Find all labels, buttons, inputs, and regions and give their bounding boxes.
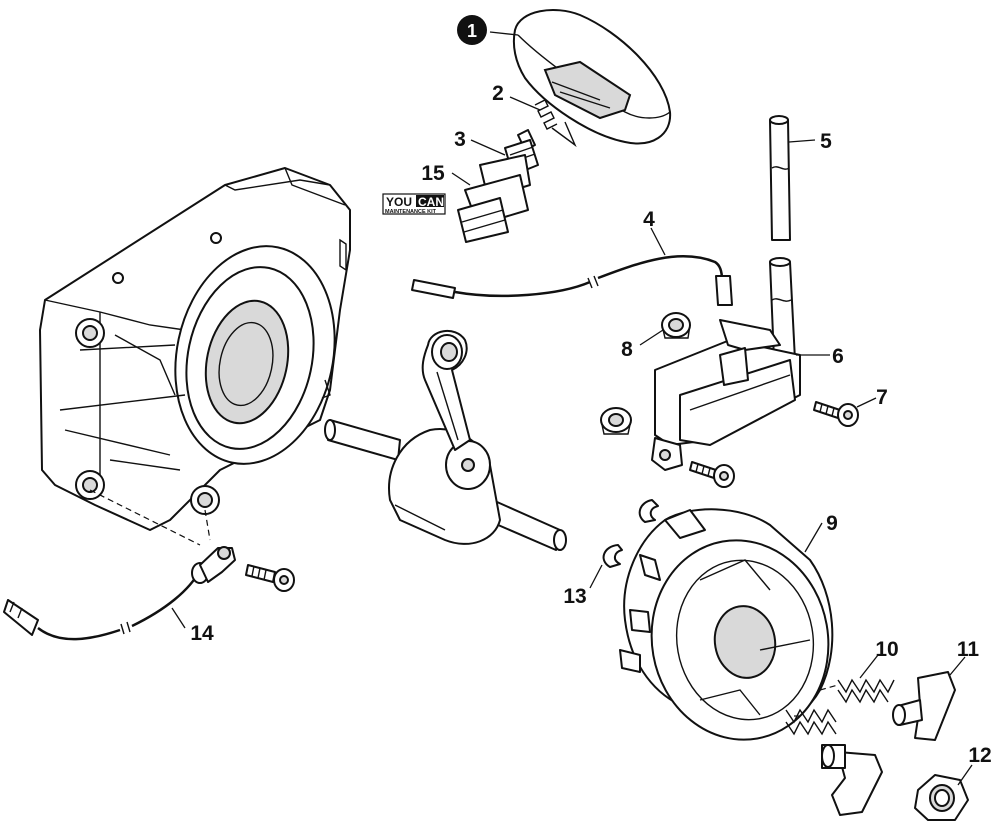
callout-15: 15 xyxy=(421,162,445,185)
callout-1: 1 xyxy=(467,21,477,41)
callout-7: 7 xyxy=(876,386,888,409)
callout-9: 9 xyxy=(826,512,838,535)
callout-4: 4 xyxy=(643,208,655,231)
callout-2: 2 xyxy=(492,82,504,105)
clutch-assembly xyxy=(619,508,834,741)
callout-12: 12 xyxy=(968,744,991,767)
callout-badge-1 xyxy=(457,15,487,45)
clutch-springs xyxy=(785,678,895,736)
assembly-lines xyxy=(89,489,839,717)
callout-10: 10 xyxy=(875,638,898,661)
boot-spring xyxy=(534,99,577,148)
kit-logo-line2: CAN xyxy=(418,195,444,209)
module-screws xyxy=(689,401,859,488)
ignition-lead-tube xyxy=(769,115,796,361)
ground-wire xyxy=(3,546,295,641)
ignition-wire xyxy=(411,255,733,306)
clutch-shoes xyxy=(821,671,956,816)
callout-8: 8 xyxy=(621,338,633,361)
retaining-clips xyxy=(602,499,659,568)
callouts: 1 2 3 4 5 6 7 8 9 10 11 12 13 14 15 xyxy=(190,15,992,767)
clutch-nut xyxy=(914,774,969,821)
kit-logo-line1: YOU xyxy=(386,195,412,209)
callout-6: 6 xyxy=(832,345,844,368)
kit-logo-line3: MAINTENANCE KIT xyxy=(385,209,437,215)
crankcase xyxy=(39,167,351,531)
callout-5: 5 xyxy=(820,130,832,153)
callout-13: 13 xyxy=(563,585,586,608)
callout-3: 3 xyxy=(454,128,466,151)
crankshaft xyxy=(324,330,567,551)
callout-11: 11 xyxy=(957,638,980,661)
ignition-module xyxy=(651,319,801,471)
leader-lines xyxy=(171,31,973,786)
spark-plug xyxy=(457,129,539,243)
maintenance-kit-logo: YOU CAN MAINTENANCE KIT xyxy=(382,193,446,215)
grommets xyxy=(600,312,691,435)
callout-14: 14 xyxy=(190,622,214,645)
spark-plug-boot xyxy=(512,9,672,145)
